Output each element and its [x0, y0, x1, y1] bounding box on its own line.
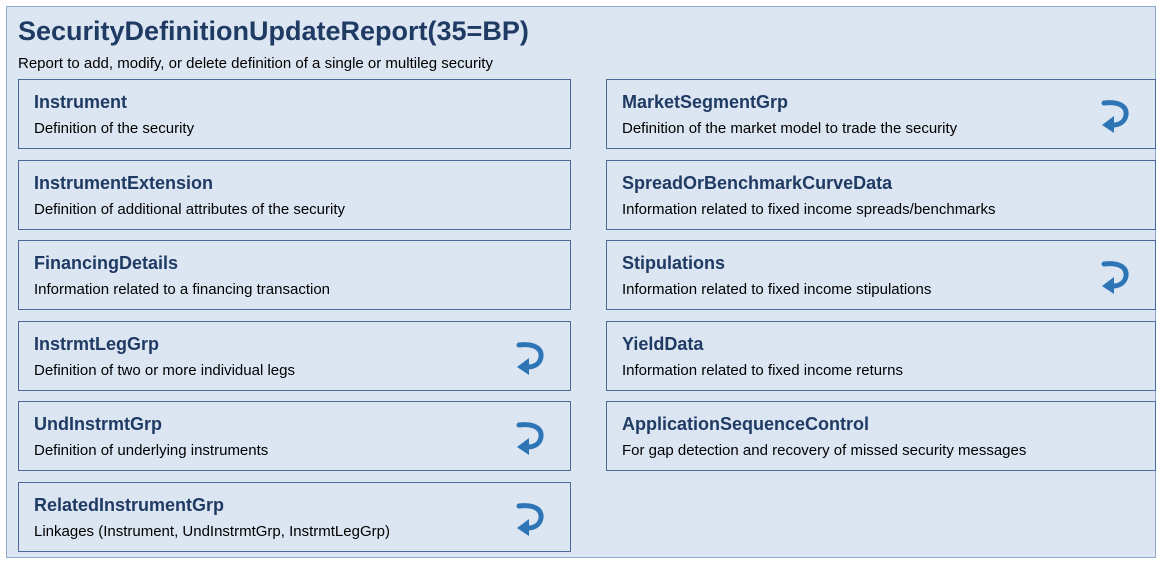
component-description: Information related to fixed income stip… — [622, 281, 932, 298]
repeat-arrow-icon — [515, 418, 545, 456]
component-name: RelatedInstrumentGrp — [34, 495, 225, 515]
component-description: Definition of underlying instruments — [34, 442, 269, 459]
message-panel: SecurityDefinitionUpdateReport(35=BP) Re… — [6, 6, 1156, 558]
repeat-arrow-icon — [515, 338, 545, 376]
component-name: Instrument — [34, 92, 128, 112]
component-description: Linkages (Instrument, UndInstrmtGrp, Ins… — [34, 523, 390, 540]
component-description: Information related to fixed income retu… — [622, 362, 903, 379]
repeat-arrow-icon — [1100, 96, 1130, 134]
message-title: SecurityDefinitionUpdateReport(35=BP) — [18, 16, 529, 46]
component-name: ApplicationSequenceControl — [622, 414, 870, 434]
component-description: Information related to fixed income spre… — [622, 201, 996, 218]
repeat-arrow-icon — [515, 499, 545, 537]
component-name: UndInstrmtGrp — [34, 414, 162, 434]
repeat-arrow-icon — [1100, 257, 1130, 295]
component-name: SpreadOrBenchmarkCurveData — [622, 173, 893, 193]
component-description: Definition of additional attributes of t… — [34, 201, 346, 218]
component-name: MarketSegmentGrp — [622, 92, 789, 112]
component-name: Stipulations — [622, 253, 725, 273]
message-subtitle: Report to add, modify, or delete definit… — [18, 55, 493, 72]
component-description: Definition of the security — [34, 120, 195, 137]
component-description: Information related to a financing trans… — [34, 281, 331, 298]
component-description: Definition of two or more individual leg… — [34, 362, 295, 379]
component-description: Definition of the market model to trade … — [622, 120, 958, 137]
component-name: InstrmtLegGrp — [34, 334, 160, 354]
component-name: YieldData — [622, 334, 704, 354]
component-description: For gap detection and recovery of missed… — [622, 442, 1027, 459]
component-name: FinancingDetails — [34, 253, 179, 273]
component-name: InstrumentExtension — [34, 173, 214, 193]
